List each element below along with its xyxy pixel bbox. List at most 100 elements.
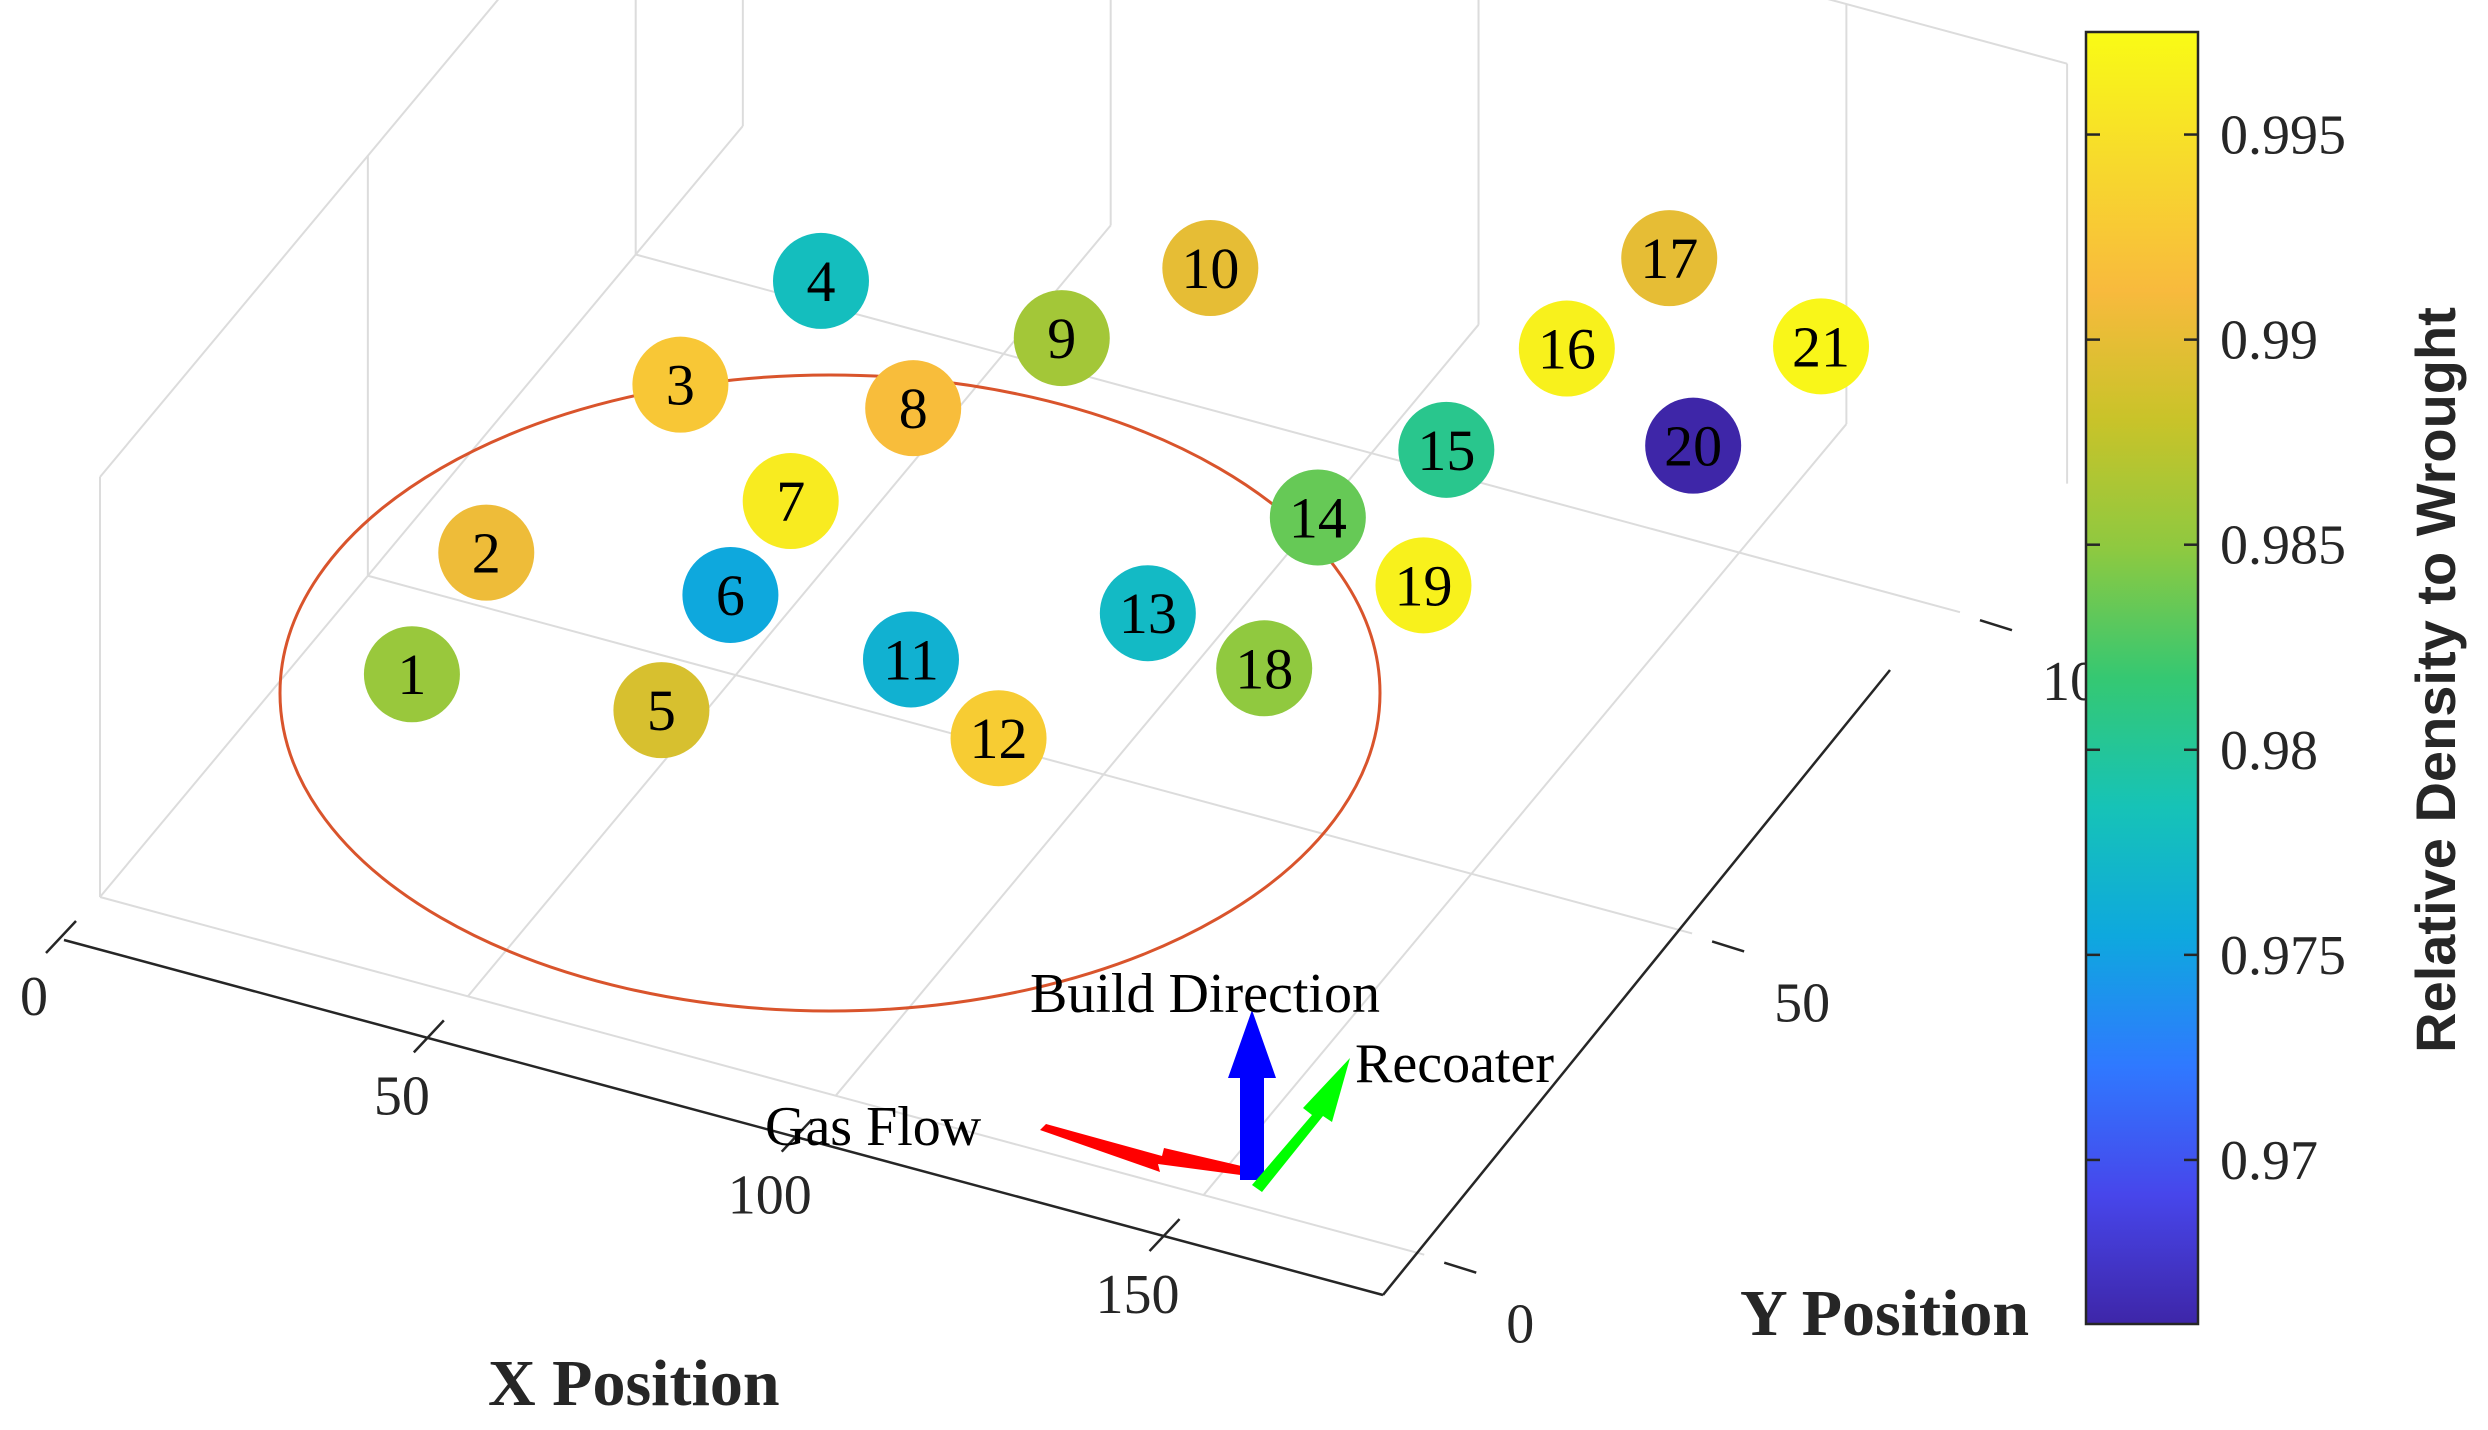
grid-line <box>99 0 500 478</box>
specimen-label: 12 <box>970 706 1028 771</box>
specimen-point: 14 <box>1269 469 1366 566</box>
colorbar-tick-label: 0.985 <box>2220 515 2346 577</box>
x-tick-mark <box>780 1118 813 1153</box>
colorbar-tick-label: 0.995 <box>2220 105 2346 167</box>
specimen-marker <box>1216 620 1313 717</box>
build-direction-arrow <box>1228 1010 1276 1180</box>
colorbar-ticks: 0.97 0.975 0.98 0.985 0.99 0.995 <box>2086 105 2346 1192</box>
specimen-label: 13 <box>1119 581 1177 646</box>
specimen-marker <box>772 232 869 329</box>
specimen-marker <box>950 690 1047 787</box>
specimen-marker <box>1645 397 1742 494</box>
specimen-point: 2 <box>438 504 535 601</box>
colorbar-tick-label: 0.975 <box>2220 925 2346 987</box>
specimen-marker <box>438 504 535 601</box>
y-tick-label: 0 <box>1506 1294 1534 1356</box>
specimen-label: 15 <box>1417 418 1475 483</box>
specimen-label: 16 <box>1538 317 1596 382</box>
specimen-point: 4 <box>772 232 869 329</box>
specimen-point: 19 <box>1375 537 1472 634</box>
specimen-marker <box>1375 537 1472 634</box>
specimen-point: 11 <box>862 611 959 708</box>
y-tick-mark <box>1443 1261 1477 1274</box>
specimen-marker <box>1269 469 1366 566</box>
specimen-point: 5 <box>613 662 710 759</box>
x-tick-label: 50 <box>374 1065 430 1127</box>
specimen-label: 11 <box>883 627 939 692</box>
specimen-point: 9 <box>1013 290 1110 387</box>
y-tick-label: 50 <box>1774 972 1830 1034</box>
x-tick-mark <box>45 920 77 954</box>
gas-flow-label: Gas Flow <box>765 1096 982 1158</box>
specimen-point: 8 <box>865 360 962 457</box>
x-tick-mark <box>1148 1218 1181 1252</box>
y-tick-mark <box>1979 618 2013 632</box>
y-tick-mark <box>1711 940 1745 953</box>
x-tick-label: 150 <box>1096 1264 1180 1326</box>
specimen-marker <box>1518 300 1615 397</box>
specimen-marker <box>1013 290 1110 387</box>
specimen-marker <box>742 453 839 550</box>
specimen-point: 18 <box>1216 620 1313 717</box>
specimen-point: 20 <box>1645 397 1742 494</box>
colorbar-tick-label: 0.98 <box>2220 720 2318 782</box>
grid-line <box>99 896 1425 1256</box>
x-axis-label: X Position <box>488 1347 780 1420</box>
specimen-label: 5 <box>647 678 676 743</box>
specimen-point: 7 <box>742 453 839 550</box>
specimen-label: 10 <box>1181 236 1239 301</box>
colorbar-label: Relative Density to Wrought <box>2404 307 2467 1053</box>
specimen-label: 6 <box>716 563 745 628</box>
colorbar-tick-label: 0.99 <box>2220 310 2318 372</box>
x-tick-mark <box>412 1019 445 1054</box>
specimen-point: 21 <box>1773 298 1870 395</box>
specimen-marker <box>1162 220 1259 317</box>
colorbar-tick-label: 0.97 <box>2220 1130 2318 1192</box>
specimen-point: 16 <box>1518 300 1615 397</box>
specimen-marker <box>1621 210 1718 307</box>
specimen-point: 13 <box>1099 565 1196 662</box>
build-plate-outline <box>278 373 1382 1013</box>
specimen-point: 3 <box>632 336 729 433</box>
specimen-label: 3 <box>666 353 695 418</box>
specimen-marker <box>1773 298 1870 395</box>
colorbar: 0.97 0.975 0.98 0.985 0.99 0.995 Relative Den… <box>2084 30 2467 1326</box>
specimen-marker <box>865 360 962 457</box>
specimen-marker <box>682 546 779 643</box>
grid-line <box>1827 0 2068 65</box>
gas-flow-arrow <box>1040 1124 1250 1176</box>
recoater-label: Recoater <box>1355 1033 1554 1095</box>
y-axis-label: Y Position <box>1740 1277 2029 1350</box>
specimen-point: 17 <box>1621 210 1718 307</box>
recoater-arrow <box>1252 1058 1350 1192</box>
specimen-marker <box>1099 565 1196 662</box>
orientation-arrows: Build Direction Recoater Gas Flow <box>765 963 1554 1192</box>
specimen-marker <box>862 611 959 708</box>
specimen-label: 7 <box>776 469 805 534</box>
specimen-label: 9 <box>1047 306 1076 371</box>
specimen-label: 4 <box>806 249 835 314</box>
specimen-label: 17 <box>1640 226 1698 291</box>
specimen-marker <box>363 626 460 723</box>
specimen-label: 14 <box>1289 485 1347 550</box>
specimen-label: 2 <box>472 521 501 586</box>
specimen-marker <box>613 662 710 759</box>
specimen-point: 6 <box>682 546 779 643</box>
specimen-point: 12 <box>950 690 1047 787</box>
specimen-label: 8 <box>899 376 928 441</box>
build-direction-label: Build Direction <box>1030 963 1380 1025</box>
specimen-point: 15 <box>1398 401 1495 498</box>
specimen-label: 1 <box>397 642 426 707</box>
x-tick-label: 100 <box>728 1165 812 1227</box>
specimen-point: 1 <box>363 626 460 723</box>
specimen-marker <box>1398 401 1495 498</box>
colorbar-gradient <box>2084 30 2200 1326</box>
specimen-label: 20 <box>1664 414 1722 479</box>
specimen-label: 21 <box>1792 314 1850 379</box>
y-axis-line <box>1382 669 1891 1296</box>
specimen-label: 18 <box>1235 636 1293 701</box>
